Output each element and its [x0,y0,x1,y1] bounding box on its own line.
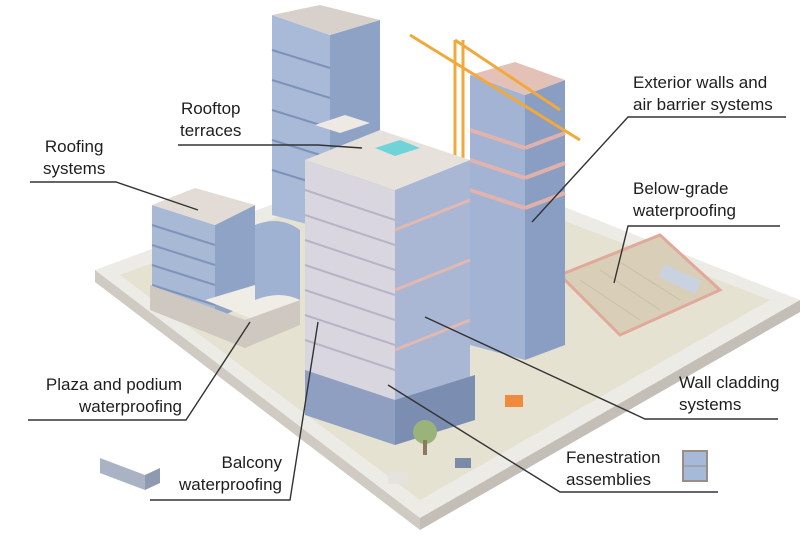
van [388,472,408,484]
label-line: Fenestration [566,448,661,467]
back-tower-roof [272,5,380,35]
label-line: Rooftop [180,99,241,118]
label-line: systems [679,395,742,414]
construction-tower-side [525,80,565,360]
label-line: Below-grade [633,179,729,198]
label-below-grade: Below-grade waterproofing [633,178,736,222]
label-plaza-podium: Plaza and podium waterproofing [30,374,182,418]
label-line: waterproofing [78,397,182,416]
main-tower-base [305,370,395,445]
left-tower-front [152,205,215,320]
label-roofing-systems: Roofing systems [43,136,105,180]
window-icon [682,450,708,482]
label-line: Wall cladding [679,373,780,392]
label-wall-cladding: Wall cladding systems [679,372,779,416]
road-edge-right [420,300,800,530]
curved-connector [255,221,300,300]
leader-lines [28,116,786,501]
left-tower-roof [152,188,255,225]
truck [505,395,523,407]
construction-tower-front [470,75,525,360]
label-line: Plaza and podium [45,375,182,394]
tree [413,420,437,444]
label-line: assemblies [566,470,652,489]
road-edge [95,270,420,530]
balcony-icon [100,458,160,490]
main-tower-roof [305,130,470,190]
main-tower-side [395,160,470,415]
podium [150,285,300,348]
label-line: terraces [180,121,242,140]
main-tower-front [305,160,395,415]
label-line: systems [43,159,106,178]
rooftop-structure [315,115,370,133]
tower-crane [409,33,581,170]
rooftop-pool [375,140,420,156]
label-line: waterproofing [178,475,282,494]
bus [658,264,702,294]
label-fenestration: Fenestration assemblies [566,447,661,491]
label-line: waterproofing [633,201,737,220]
construction-top [470,62,565,95]
label-line: air barrier systems [633,95,773,114]
label-balcony: Balcony waterproofing [150,452,282,496]
excavation-pit [557,233,723,337]
label-rooftop-terraces: Rooftop terraces [180,98,241,142]
label-line: Roofing [44,137,104,156]
label-exterior-walls: Exterior walls and air barrier systems [633,72,773,116]
label-line: Balcony [221,453,282,472]
label-line: Exterior walls and [633,73,768,92]
car [455,458,471,468]
